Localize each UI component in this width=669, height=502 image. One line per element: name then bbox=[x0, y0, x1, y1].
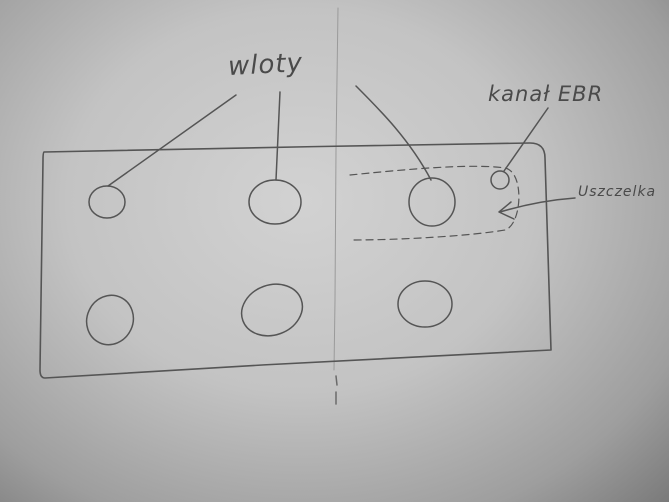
seal-arrow bbox=[499, 197, 576, 213]
inlet bbox=[248, 179, 302, 225]
seal-label: Uszczelka bbox=[578, 184, 657, 200]
ebr-channel-port bbox=[490, 170, 510, 190]
inlets-leader-line bbox=[275, 91, 281, 181]
seal-dashed-outline bbox=[349, 165, 520, 241]
device-outline bbox=[39, 142, 552, 379]
inlets-label: wloty bbox=[227, 48, 304, 82]
inlet bbox=[88, 185, 126, 219]
inlet bbox=[397, 280, 453, 328]
inlets-leader-line bbox=[355, 85, 432, 181]
inlets-leader-line bbox=[107, 94, 237, 187]
inlet bbox=[85, 294, 135, 346]
page-fold-line-lower bbox=[335, 375, 338, 405]
channel-leader-line bbox=[503, 107, 549, 172]
page-fold-line bbox=[333, 7, 339, 371]
inlet bbox=[408, 177, 456, 227]
ebr-channel-label: kanał EBR bbox=[488, 82, 604, 106]
seal-arrowhead bbox=[498, 201, 515, 220]
inlet bbox=[240, 283, 304, 337]
